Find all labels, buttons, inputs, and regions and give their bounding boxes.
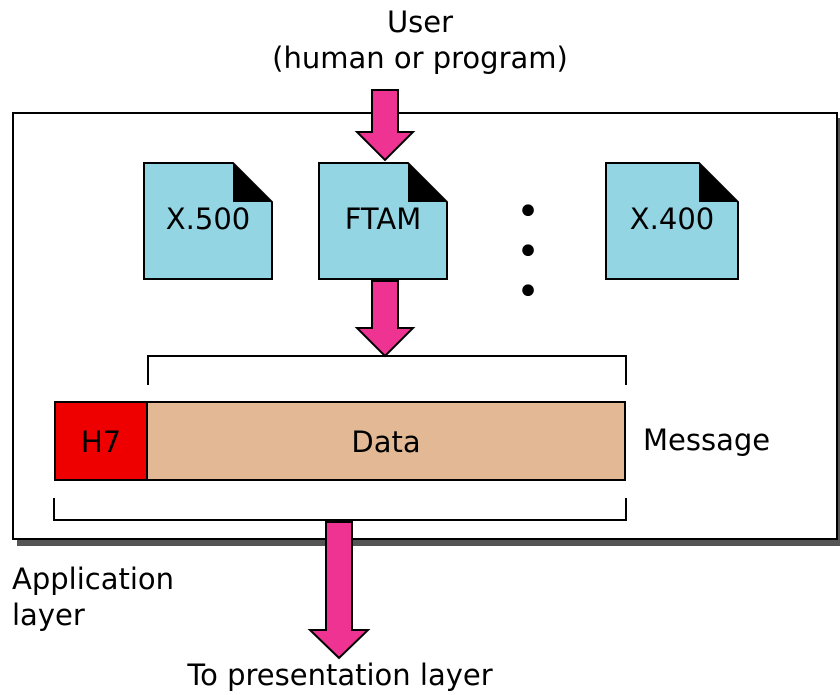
to-presentation-label: To presentation layer: [187, 658, 493, 692]
data-top-bracket: [147, 355, 627, 385]
x400-document-icon: [605, 162, 739, 280]
application-layer-label-line2: layer: [12, 598, 85, 632]
data-block: Data: [146, 401, 626, 481]
x500-document-icon: [143, 162, 273, 280]
ftam-to-message-arrow: [354, 280, 416, 358]
x500-document-label: X.500: [165, 202, 251, 236]
header-h7-label: H7: [80, 425, 122, 459]
ftam-document-label: FTAM: [344, 202, 422, 236]
user-to-ftam-arrow: [354, 89, 416, 162]
data-block-label: Data: [351, 425, 421, 459]
to-presentation-arrow: [307, 521, 371, 660]
user-description: (human or program): [272, 41, 568, 75]
application-layer-label-line1: Application: [12, 562, 175, 596]
user-label: User: [386, 5, 454, 39]
x400-document-label: X.400: [629, 202, 715, 236]
header-h7: H7: [54, 401, 148, 481]
message-bottom-bracket: [53, 498, 627, 521]
more-services-ellipsis: • • •: [516, 189, 542, 315]
message-label: Message: [643, 423, 771, 457]
ftam-document-icon: [318, 162, 448, 280]
